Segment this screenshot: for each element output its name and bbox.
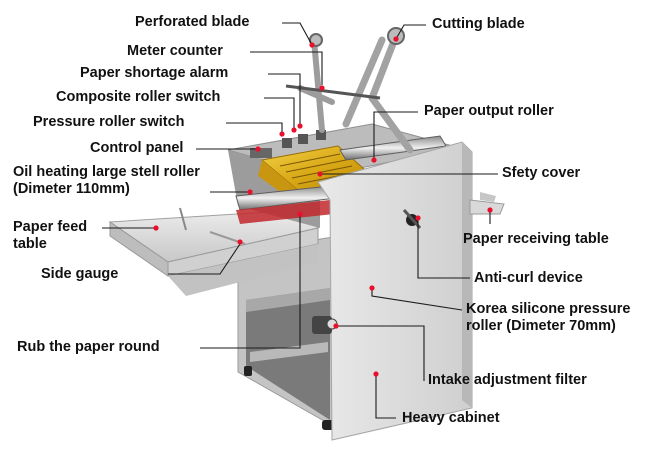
label-cutting-blade: Cutting blade: [432, 16, 525, 32]
markers: [153, 36, 493, 377]
leader-cutting-blade: [395, 24, 426, 40]
marker-composite-switch: [291, 127, 297, 133]
cutting-blade-arm: [342, 32, 414, 154]
laminator-machine: [108, 27, 505, 441]
marker-control-panel: [255, 146, 261, 152]
marker-pressure-switch: [279, 131, 285, 137]
leader-side-gauge: [168, 243, 241, 275]
label-meter-counter: Meter counter: [127, 43, 223, 59]
marker-perforated-blade: [309, 42, 315, 48]
label-rub-the-paper-round: Rub the paper round: [17, 339, 160, 355]
label-paper-output-roller: Paper output roller: [424, 103, 554, 119]
marker-heavy-cabinet: [373, 371, 379, 377]
marker-side-gauge: [237, 239, 243, 245]
paper-feed-table: [108, 207, 319, 296]
perforated-blade-arm: [297, 37, 335, 133]
leader-composite-switch: [264, 97, 295, 128]
marker-korea-roller: [369, 285, 375, 291]
label-korea-silicone-roller: Korea silicone pressure roller (Dimeter …: [466, 301, 631, 334]
leader-intake-filter: [336, 325, 425, 381]
label-control-panel: Control panel: [90, 140, 184, 156]
leader-pressure-switch: [226, 122, 283, 132]
label-pressure-roller-switch: Pressure roller switch: [33, 114, 185, 130]
leader-meter-counter: [250, 51, 323, 85]
label-perforated-blade: Perforated blade: [135, 14, 250, 30]
label-paper-shortage-alarm: Paper shortage alarm: [80, 65, 229, 81]
marker-oil-roller: [247, 189, 253, 195]
marker-output-roller: [371, 157, 377, 163]
marker-cutting-blade: [393, 36, 399, 42]
label-heavy-cabinet: Heavy cabinet: [402, 410, 500, 426]
marker-anti-curl: [415, 215, 421, 221]
label-anti-curl-device: Anti-curl device: [474, 270, 583, 286]
leader-output-roller: [373, 111, 418, 160]
leader-lines: [102, 22, 498, 419]
label-composite-roller-switch: Composite roller switch: [56, 89, 221, 105]
leader-anti-curl: [417, 220, 470, 279]
marker-feed-table: [153, 225, 159, 231]
marker-meter-counter: [319, 85, 325, 91]
heavy-cabinet: [237, 235, 354, 436]
label-paper-receiving-table: Paper receiving table: [463, 231, 609, 247]
leader-perforated-blade: [282, 22, 313, 46]
marker-rub-paper: [297, 211, 303, 217]
marker-safety-cover: [317, 171, 323, 177]
marker-intake-filter: [333, 323, 339, 329]
label-oil-heating-roller: Oil heating large stell roller (Dimeter …: [13, 164, 200, 197]
leader-korea-roller: [371, 290, 463, 311]
label-side-gauge: Side gauge: [41, 266, 119, 282]
marker-paper-shortage: [297, 123, 303, 129]
label-paper-feed-table: Paper feed table: [13, 219, 88, 252]
leader-paper-shortage: [268, 73, 301, 124]
label-sfety-cover: Sfety cover: [502, 165, 581, 181]
leader-heavy-cabinet: [375, 376, 396, 419]
leader-rub-paper: [200, 216, 301, 349]
label-intake-adjustment-filter: Intake adjustment filter: [428, 372, 587, 388]
blade-shaft: [285, 84, 381, 100]
paper-receiving-table: [469, 192, 505, 215]
side-panel: [312, 141, 473, 441]
marker-receiving-table: [487, 207, 493, 213]
